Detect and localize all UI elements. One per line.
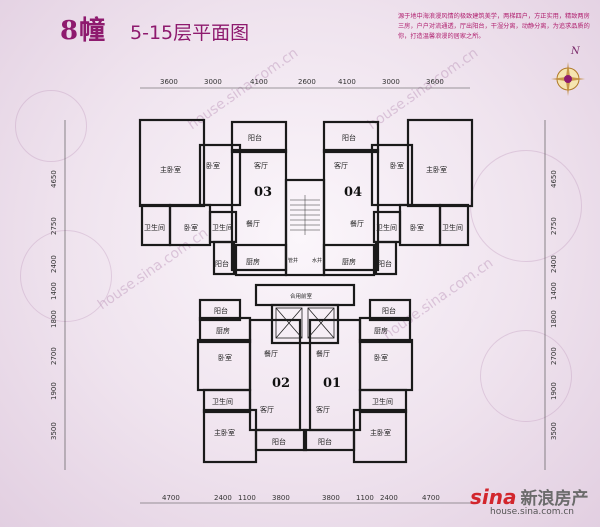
room-bathroom: 卫生间 — [212, 223, 233, 232]
dim-bottom: 1100 — [238, 494, 256, 502]
room-dining: 餐厅 — [316, 349, 330, 358]
dim-left: 1400 — [50, 282, 58, 300]
room-bedroom: 卧室 — [206, 161, 220, 170]
floor-range-title: 5-15层平面图 — [130, 22, 250, 44]
dim-right: 2400 — [550, 255, 558, 273]
room-living: 客厅 — [316, 405, 330, 414]
dim-right: 2700 — [550, 347, 558, 365]
room-bathroom: 卫生间 — [372, 397, 393, 406]
north-label: N — [571, 46, 580, 57]
room-bedroom: 卧室 — [374, 353, 388, 362]
room-bedroom: 卧室 — [184, 223, 198, 232]
room-living: 客厅 — [334, 161, 348, 170]
dim-bottom: 4700 — [162, 494, 180, 502]
room-balcony: 阳台 — [342, 133, 356, 142]
room-dining: 餐厅 — [350, 219, 364, 228]
dim-right: 2750 — [550, 217, 558, 235]
room-bathroom: 卫生间 — [144, 223, 165, 232]
room-bedroom: 卧室 — [410, 223, 424, 232]
dim-left: 4650 — [50, 170, 58, 188]
room-bedroom: 卧室 — [218, 353, 232, 362]
room-balcony: 阳台 — [318, 437, 332, 446]
compass-icon — [551, 62, 585, 96]
unit-number-01: 01 — [323, 376, 341, 391]
dim-right: 1900 — [550, 382, 558, 400]
dim-left: 1900 — [50, 382, 58, 400]
background-ornament — [15, 90, 87, 162]
core-label-shaft: 管井 — [288, 257, 298, 264]
room-balcony: 阳台 — [215, 259, 229, 268]
dim-top: 4100 — [250, 78, 268, 86]
dim-right: 1800 — [550, 310, 558, 328]
room-balcony: 阳台 — [378, 259, 392, 268]
dim-bottom: 3800 — [272, 494, 290, 502]
dim-top: 3000 — [204, 78, 222, 86]
room-living: 客厅 — [260, 405, 274, 414]
room-master-bedroom: 主卧室 — [370, 428, 391, 437]
dim-right: 3500 — [550, 422, 558, 440]
dim-top: 2600 — [298, 78, 316, 86]
room-bathroom: 卫生间 — [442, 223, 463, 232]
dim-bottom: 1100 — [356, 494, 374, 502]
room-kitchen: 厨房 — [216, 326, 230, 335]
room-dining: 餐厅 — [246, 219, 260, 228]
description-text: 源于地中海浪漫风情的极致建筑美学，两梯四户，方正实用，精致两房三房，户户对流通透… — [398, 13, 590, 40]
dim-top: 3600 — [160, 78, 178, 86]
dim-left: 2400 — [50, 255, 58, 273]
room-balcony: 阳台 — [382, 306, 396, 315]
background-ornament — [480, 330, 572, 422]
room-balcony: 阳台 — [272, 437, 286, 446]
background-ornament — [20, 230, 112, 322]
room-dining: 餐厅 — [264, 349, 278, 358]
dim-bottom: 4700 — [422, 494, 440, 502]
dim-top: 4100 — [338, 78, 356, 86]
room-master-bedroom: 主卧室 — [160, 165, 181, 174]
dim-right: 4650 — [550, 170, 558, 188]
elevators — [275, 307, 335, 339]
walls — [138, 118, 474, 464]
dim-bottom: 2400 — [214, 494, 232, 502]
dim-left: 2700 — [50, 347, 58, 365]
room-bedroom: 卧室 — [390, 161, 404, 170]
room-master-bedroom: 主卧室 — [214, 428, 235, 437]
room-balcony: 阳台 — [214, 306, 228, 315]
footer-url: house.sina.com.cn — [490, 507, 575, 517]
dim-left: 2750 — [50, 217, 58, 235]
room-kitchen: 厨房 — [246, 257, 260, 266]
dim-bottom: 2400 — [380, 494, 398, 502]
dim-left: 1800 — [50, 310, 58, 328]
core-label-shaft: 水井 — [312, 257, 322, 264]
dim-left: 3500 — [50, 422, 58, 440]
title-bar: 8幢 5-15层平面图 源于地中海浪漫风情的极致建筑美学，两梯四户，方正实用，精… — [0, 0, 600, 62]
room-kitchen: 厨房 — [342, 257, 356, 266]
stairs — [290, 195, 320, 235]
dimension-lines — [64, 87, 546, 504]
room-balcony: 阳台 — [248, 133, 262, 142]
unit-number-03: 03 — [254, 185, 272, 200]
brand-name: 新浪房产 — [520, 489, 589, 509]
dim-bottom: 3800 — [322, 494, 340, 502]
room-master-bedroom: 主卧室 — [426, 165, 447, 174]
dim-top: 3000 — [382, 78, 400, 86]
unit-number-04: 04 — [344, 185, 362, 200]
dim-top: 3600 — [426, 78, 444, 86]
building-number: 8幢 — [60, 16, 107, 46]
unit-number-02: 02 — [272, 376, 290, 391]
room-bathroom: 卫生间 — [212, 397, 233, 406]
dims-right: 4650 2750 2400 1400 1800 2700 1900 3500 — [550, 170, 558, 440]
dim-right: 1400 — [550, 282, 558, 300]
room-bathroom: 卫生间 — [376, 223, 397, 232]
sina-logo-text: sina — [470, 485, 517, 509]
dims-left: 4650 2750 2400 1400 1800 2700 1900 3500 — [50, 170, 58, 440]
room-living: 客厅 — [254, 161, 268, 170]
room-kitchen: 厨房 — [374, 326, 388, 335]
elevator-hall-label: 合用前室 — [290, 292, 313, 300]
